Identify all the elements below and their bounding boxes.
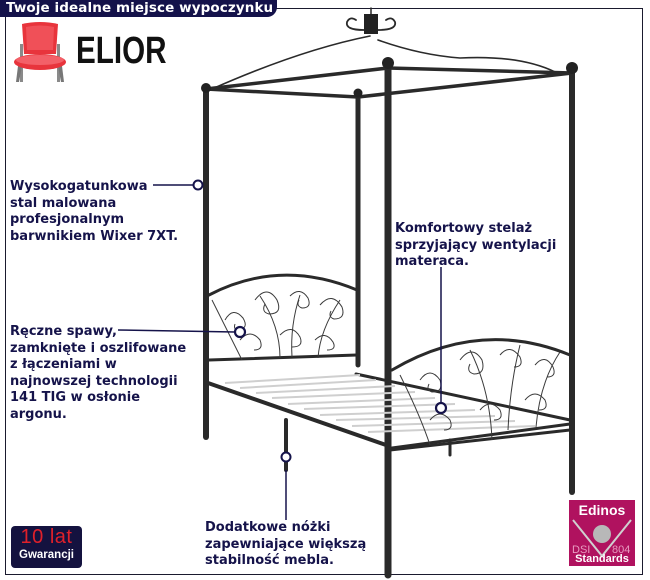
brand-name: ELIOR: [76, 30, 167, 72]
edinos-standards-badge: Edinos DSI 804 Standards: [569, 500, 635, 566]
chair-icon: [14, 22, 66, 82]
tagline-banner: Twoje idealne miejsce wypoczynku: [0, 0, 277, 17]
warranty-label: Gwarancji: [19, 549, 74, 561]
edinos-dsi: DSI: [572, 544, 591, 556]
callout-slats: Komfortowy stelaż sprzyjający wentylacji…: [395, 221, 557, 269]
edinos-title: Edinos: [578, 502, 626, 518]
warranty-years: 10 lat: [20, 526, 73, 548]
edinos-standards: Standards: [575, 553, 629, 565]
callout-welds: Ręczne spawy, zamknięte i oszlifowane z …: [10, 324, 187, 422]
warranty-badge: 10 lat Gwarancji: [11, 526, 82, 568]
callout-steel: Wysokogatunkowa stal malowana profesjona…: [10, 179, 179, 244]
content-frame: [5, 8, 643, 575]
callout-legs: Dodatkowe nóżki zapewniające większą sta…: [205, 520, 367, 568]
brand-logo: [10, 22, 170, 84]
edinos-v-icon: [572, 519, 632, 558]
edinos-number: 804: [612, 544, 631, 556]
